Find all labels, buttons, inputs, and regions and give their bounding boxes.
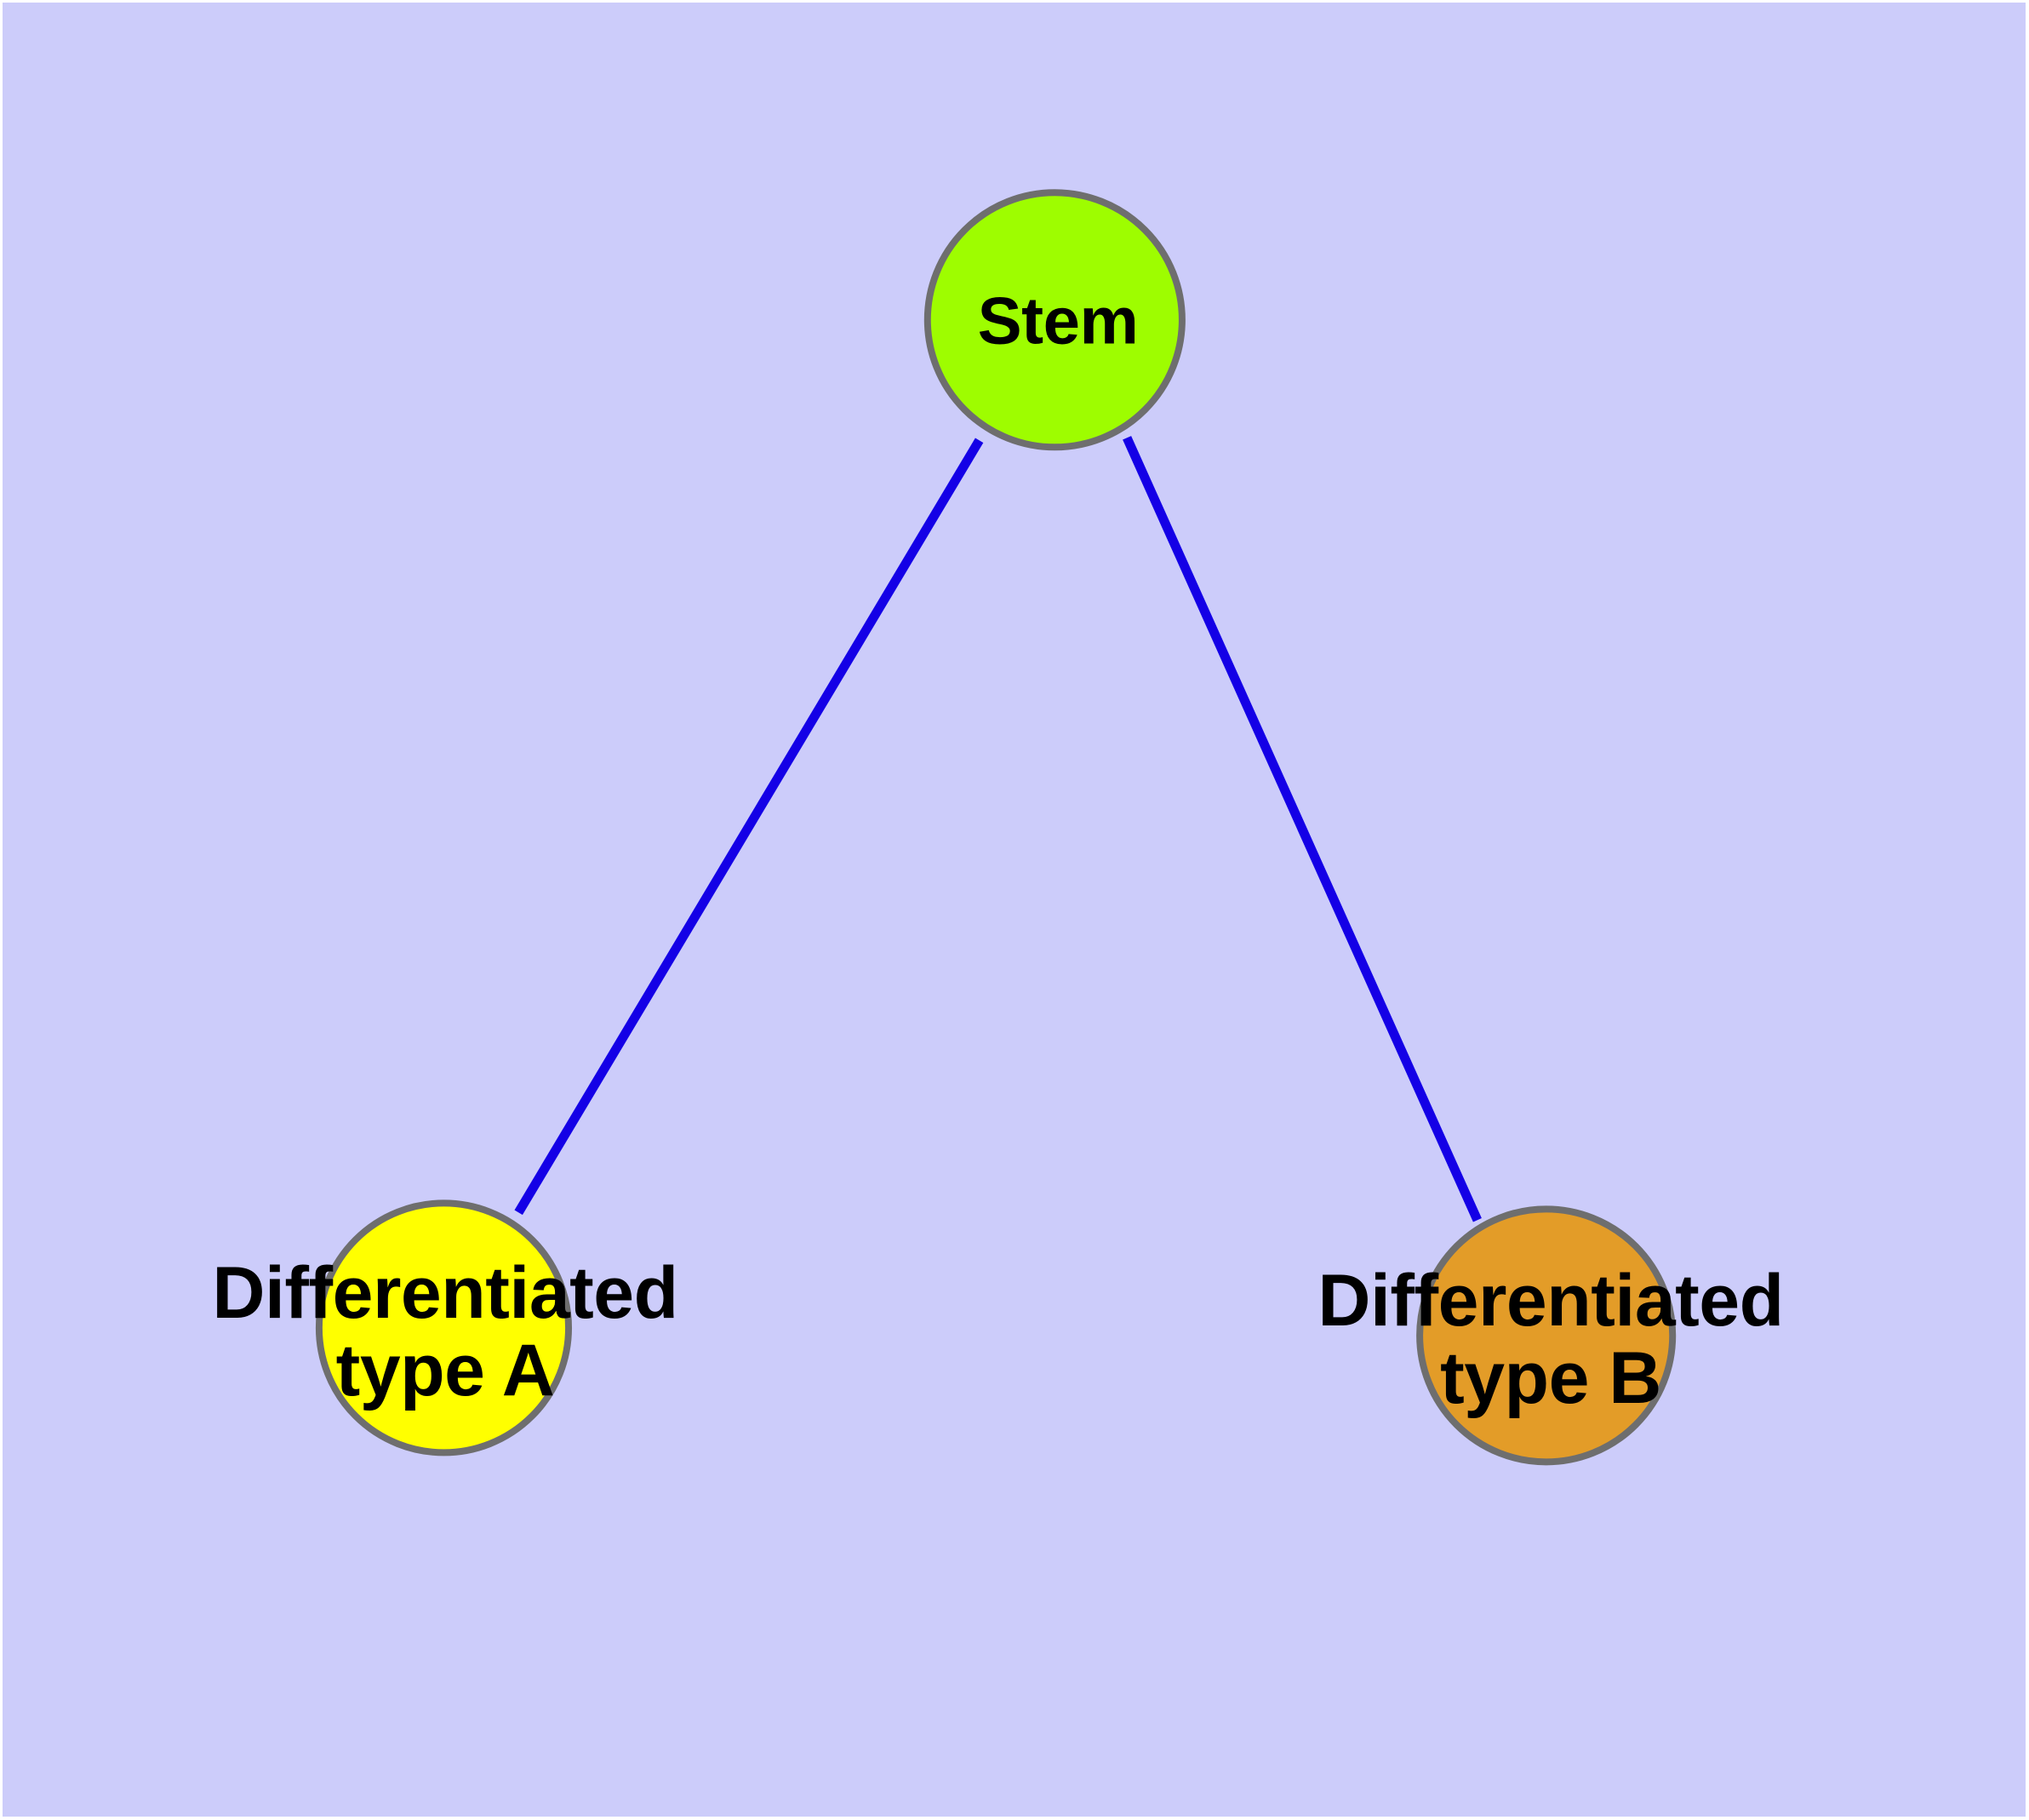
node-layer: [315, 189, 1677, 1466]
node-circle-stem[interactable]: [923, 189, 1186, 451]
node-circle-differentiated-type-b[interactable]: [1416, 1205, 1677, 1466]
graph-svg: [315, 189, 1677, 1466]
node-circle-differentiated-type-a[interactable]: [315, 1199, 573, 1457]
edge-stem-to-type-b[interactable]: [1123, 436, 1482, 1222]
edge-layer: [514, 436, 1482, 1222]
edge-stem-to-type-a[interactable]: [514, 438, 984, 1216]
